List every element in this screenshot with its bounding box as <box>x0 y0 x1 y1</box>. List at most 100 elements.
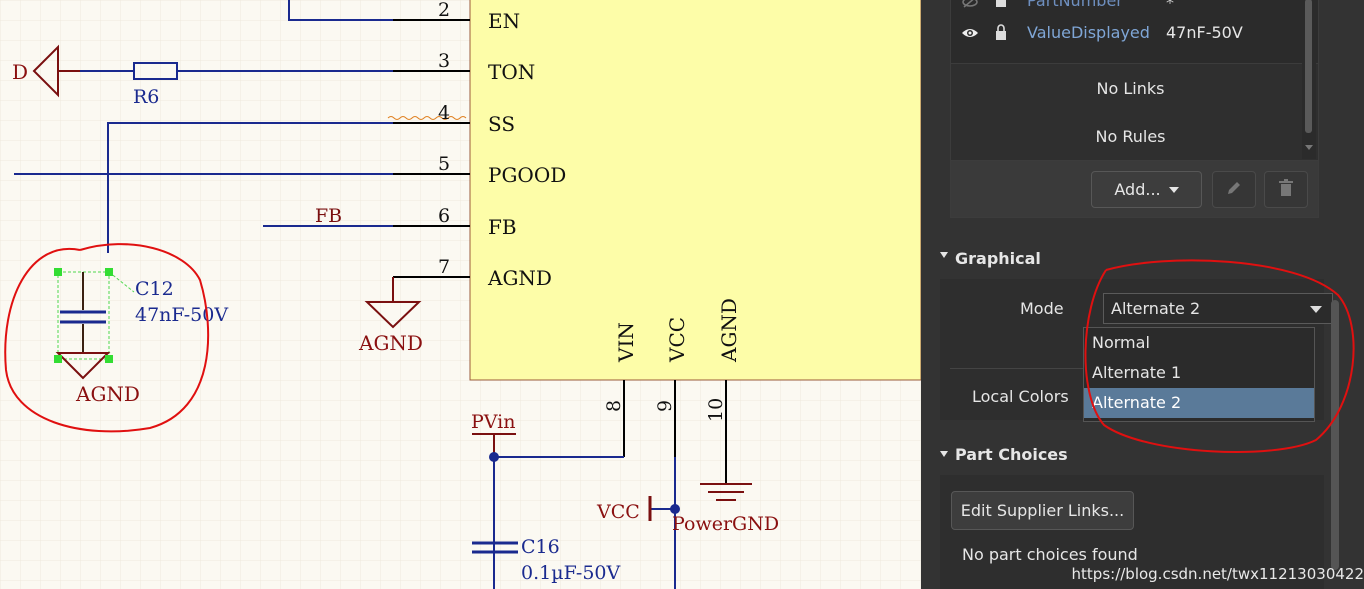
pin-number: 6 <box>438 205 450 227</box>
param-value[interactable]: 47nF-50V <box>1166 23 1243 42</box>
powergnd-label: PowerGND <box>672 513 779 535</box>
pin-name: EN <box>488 9 520 33</box>
net-port-d[interactable]: D <box>12 44 80 98</box>
pin-number: 3 <box>438 50 450 72</box>
option-alternate-1[interactable]: Alternate 1 <box>1092 363 1182 382</box>
pin-name: PGOOD <box>488 163 566 187</box>
c16-value: 0.1µF-50V <box>521 562 620 584</box>
mode-select[interactable]: Alternate 2 <box>1103 293 1333 324</box>
part-choices-box: Edit Supplier Links... No part choices f… <box>940 475 1324 589</box>
ic-pin-7[interactable]: 7 AGND <box>393 256 552 290</box>
chevron-down-icon <box>1168 186 1179 193</box>
net-label-fb[interactable]: FB <box>315 205 342 227</box>
pin-number: 10 <box>705 398 727 422</box>
param-row[interactable]: ValueDisplayed 47nF-50V <box>951 19 1318 49</box>
pin-number: 4 <box>438 102 450 124</box>
pin-number: 9 <box>654 400 676 412</box>
selection-handle[interactable] <box>54 355 62 363</box>
scrollbar-thumb[interactable] <box>1305 0 1312 133</box>
hidden-eye-icon[interactable] <box>962 0 978 8</box>
selection-handle[interactable] <box>54 268 62 276</box>
eye-icon[interactable] <box>961 25 979 39</box>
scroll-down-arrow-icon[interactable] <box>1305 145 1313 150</box>
local-colors-label: Local Colors <box>972 387 1069 406</box>
collapse-triangle-icon[interactable] <box>940 252 948 258</box>
edit-supplier-links-button[interactable]: Edit Supplier Links... <box>951 491 1134 530</box>
add-button[interactable]: Add... <box>1091 171 1202 208</box>
ic-pin-5[interactable]: 5 PGOOD <box>393 153 566 187</box>
pin-number: 5 <box>438 153 450 175</box>
pin-name: VCC <box>665 317 689 363</box>
no-links-text: No Links <box>1096 78 1165 98</box>
agnd-label: AGND <box>358 331 423 355</box>
capacitor-c12[interactable]: C12 47nF-50V AGND <box>54 268 228 406</box>
ic-pin-9[interactable]: VCC 9 <box>654 317 689 457</box>
c12-agnd-label: AGND <box>75 382 140 406</box>
collapse-triangle-icon[interactable] <box>940 451 948 457</box>
ic-pin-8[interactable]: VIN 8 <box>603 322 638 457</box>
pin-name: VIN <box>614 322 638 363</box>
pin-number: 2 <box>438 0 450 21</box>
vcc-port[interactable]: VCC <box>596 496 680 523</box>
pin-number: 7 <box>438 256 450 278</box>
pencil-icon <box>1225 179 1243 201</box>
pin-name: TON <box>488 60 535 84</box>
properties-panel: PartNumber * ValueDisplayed 47nF-50V No … <box>921 0 1364 589</box>
parameters-box: PartNumber * ValueDisplayed 47nF-50V No … <box>950 0 1319 218</box>
panel-scrollbar-thumb[interactable] <box>1331 300 1339 570</box>
annotation-circle <box>4 243 210 433</box>
chevron-down-icon <box>1310 306 1322 313</box>
mode-dropdown-list[interactable]: Normal Alternate 1 Alternate 2 <box>1083 327 1315 422</box>
ic-body[interactable] <box>469 0 921 381</box>
param-scrollbar[interactable] <box>1302 0 1316 159</box>
r6-designator: R6 <box>133 86 159 108</box>
param-row[interactable]: PartNumber * <box>951 0 1318 15</box>
ic-pin-2[interactable]: 2 EN <box>393 0 520 33</box>
watermark-text: https://blog.csdn.net/twx11213030422 <box>1071 565 1364 583</box>
selection-handle[interactable] <box>105 268 113 276</box>
ic-pin-3[interactable]: 3 TON <box>393 50 535 84</box>
selection-handle[interactable] <box>105 355 113 363</box>
powergnd-symbol[interactable]: PowerGND <box>672 457 779 535</box>
pin-name: AGND <box>717 298 741 363</box>
divider <box>950 368 1102 369</box>
param-value[interactable]: * <box>1166 0 1174 12</box>
lock-icon[interactable] <box>995 0 1007 7</box>
add-button-label: Add... <box>1114 180 1161 199</box>
graphical-section-title[interactable]: Graphical <box>955 249 1041 268</box>
pvin-net[interactable]: PVin <box>471 411 516 462</box>
net-label-d: D <box>12 60 28 84</box>
annotation-circle <box>1084 259 1355 453</box>
edit-supplier-links-label: Edit Supplier Links... <box>960 501 1125 520</box>
c16-designator: C16 <box>521 536 560 558</box>
vcc-label: VCC <box>596 501 640 523</box>
ic-pin-4[interactable]: 4 SS <box>387 102 515 136</box>
pin-number: 8 <box>603 400 625 412</box>
links-row: No Links <box>951 63 1318 113</box>
mode-select-value: Alternate 2 <box>1111 299 1201 318</box>
param-name[interactable]: PartNumber <box>1027 0 1123 10</box>
edit-button[interactable] <box>1212 171 1256 208</box>
c12-value: 47nF-50V <box>135 304 228 326</box>
part-choices-section-title[interactable]: Part Choices <box>955 445 1068 464</box>
pin-name: SS <box>488 112 515 136</box>
pin-name: FB <box>488 215 517 239</box>
capacitor-c16[interactable]: C16 0.1µF-50V <box>472 536 620 584</box>
ic-pin-6[interactable]: 6 FB <box>393 205 517 239</box>
schematic-canvas[interactable]: 2 EN 3 TON 4 SS 5 PGOOD 6 FB 7 AGND VIN … <box>0 0 921 589</box>
ic-pin-10[interactable]: AGND 10 <box>705 298 741 457</box>
c12-designator: C12 <box>135 278 174 300</box>
agnd-symbol[interactable]: AGND <box>358 277 423 355</box>
param-name[interactable]: ValueDisplayed <box>1027 23 1150 42</box>
delete-button[interactable] <box>1264 171 1308 208</box>
lock-icon[interactable] <box>995 24 1007 40</box>
wires[interactable] <box>14 0 676 589</box>
no-part-choices-text: No part choices found <box>962 545 1138 564</box>
resistor-r6[interactable]: R6 <box>133 62 178 108</box>
no-rules-text: No Rules <box>1095 126 1166 146</box>
option-normal[interactable]: Normal <box>1092 333 1150 352</box>
mode-label: Mode <box>1020 299 1064 318</box>
trash-icon <box>1278 178 1294 201</box>
option-alternate-2[interactable]: Alternate 2 <box>1084 388 1314 418</box>
param-toolbar: Add... <box>951 161 1318 217</box>
